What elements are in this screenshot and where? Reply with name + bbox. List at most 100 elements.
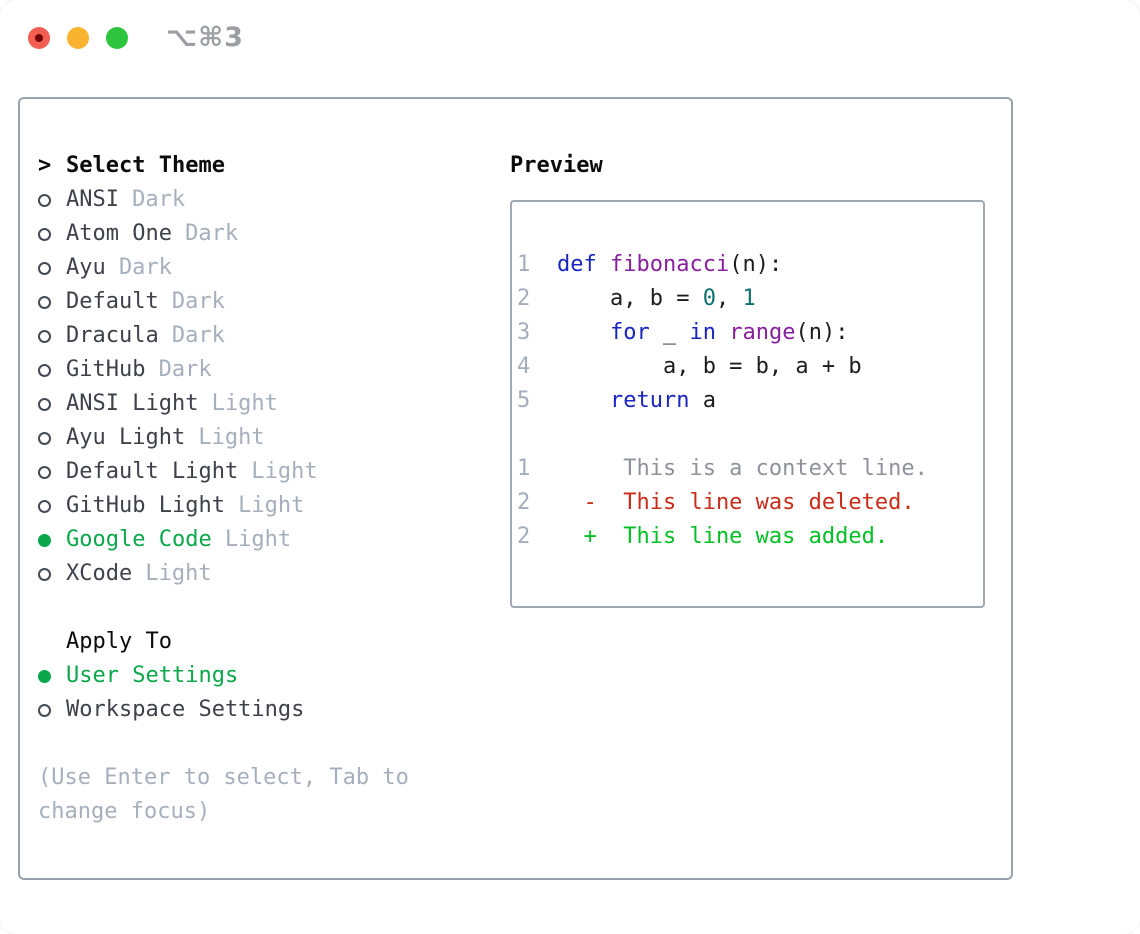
option-variant-label: Dark bbox=[171, 289, 225, 314]
code-token-plain: , bbox=[715, 286, 743, 311]
option-variant-label: Light bbox=[211, 391, 278, 416]
code-token-plain: (n): bbox=[795, 320, 849, 345]
help-text: (Use Enter to select, Tab to change focu… bbox=[38, 765, 409, 824]
code-token-fn: range bbox=[729, 320, 796, 345]
apply-to-header-row: Apply To bbox=[38, 625, 478, 659]
radio-icon bbox=[38, 363, 66, 377]
code-line bbox=[517, 418, 983, 452]
code-line: 2 + This line was added. bbox=[517, 520, 983, 554]
close-dot-icon bbox=[35, 34, 43, 42]
apply-to-option[interactable]: User Settings bbox=[38, 659, 478, 693]
option-label: ANSI bbox=[66, 187, 119, 212]
theme-option[interactable]: Ayu Light Light bbox=[38, 421, 478, 455]
radio-icon bbox=[38, 567, 66, 581]
window-title: ⌥⌘3 bbox=[166, 22, 244, 53]
code-line: 2 - This line was deleted. bbox=[517, 486, 983, 520]
line-number: 2 bbox=[517, 490, 531, 515]
theme-option[interactable]: Atom One Dark bbox=[38, 217, 478, 251]
option-label: XCode bbox=[66, 561, 133, 586]
option-variant-label: Dark bbox=[118, 255, 172, 280]
theme-option[interactable]: Default Light Light bbox=[38, 455, 478, 489]
option-label: Dracula bbox=[66, 323, 159, 348]
option-label: Google Code bbox=[66, 527, 212, 552]
code-token-kw: def bbox=[557, 252, 597, 277]
option-label: Default bbox=[66, 289, 159, 314]
option-variant-label: Light bbox=[251, 459, 318, 484]
code-token-plain: a, b = b, a + b bbox=[557, 354, 862, 379]
theme-option[interactable]: GitHub Light Light bbox=[38, 489, 478, 523]
code-line: 2 a, b = 0, 1 bbox=[517, 282, 983, 316]
code-line: 1 This is a context line. bbox=[517, 452, 983, 486]
theme-option[interactable]: ANSI Light Light bbox=[38, 387, 478, 421]
option-variant-label: Light bbox=[145, 561, 212, 586]
theme-option[interactable]: Dracula Dark bbox=[38, 319, 478, 353]
option-variant-label: Dark bbox=[171, 323, 225, 348]
line-number: 1 bbox=[517, 456, 531, 481]
option-label: Default Light bbox=[66, 459, 239, 484]
option-label: ANSI Light bbox=[66, 391, 199, 416]
line-number: 4 bbox=[517, 354, 531, 379]
code-token-plain bbox=[716, 316, 729, 350]
code-token-plain bbox=[597, 248, 610, 282]
code-token-plain: (n): bbox=[729, 252, 783, 277]
theme-option[interactable]: Google Code Light bbox=[38, 523, 478, 557]
apply-to-option[interactable]: Workspace Settings bbox=[38, 693, 478, 727]
code-token-fn: fibonacci bbox=[610, 252, 730, 277]
code-token-kw: for bbox=[609, 320, 650, 345]
titlebar: ⌥⌘3 bbox=[0, 0, 1140, 77]
radio-icon bbox=[38, 261, 66, 275]
option-label: Workspace Settings bbox=[66, 697, 305, 722]
select-theme-header: Select Theme bbox=[66, 153, 225, 178]
option-variant-label: Light bbox=[198, 425, 265, 450]
code-token-plain: a, b = bbox=[557, 286, 703, 311]
code-token-plain bbox=[557, 316, 610, 350]
option-label: Atom One bbox=[66, 221, 172, 246]
code-token-plain bbox=[557, 384, 610, 418]
line-number: 2 bbox=[517, 524, 531, 549]
line-number: 3 bbox=[517, 320, 531, 345]
option-label: Ayu Light bbox=[66, 425, 186, 450]
code-line: 5 return a bbox=[517, 384, 983, 418]
radio-icon bbox=[38, 227, 66, 241]
radio-selected-icon bbox=[38, 669, 66, 683]
apply-to-header: Apply To bbox=[66, 629, 172, 654]
theme-option[interactable]: XCode Light bbox=[38, 557, 478, 591]
radio-icon bbox=[38, 295, 66, 309]
option-variant-label: Dark bbox=[185, 221, 239, 246]
minimize-button[interactable] bbox=[67, 27, 89, 49]
line-number: 2 bbox=[517, 286, 531, 311]
radio-selected-icon bbox=[38, 533, 66, 547]
option-label: GitHub bbox=[66, 357, 146, 382]
code-token-ctx: This is a context line. bbox=[557, 456, 928, 481]
focus-caret-icon: > bbox=[38, 153, 52, 178]
line-number: 1 bbox=[517, 252, 531, 277]
theme-option[interactable]: Ayu Dark bbox=[38, 251, 478, 285]
select-theme-header-row: > Select Theme bbox=[38, 149, 478, 183]
option-label: User Settings bbox=[66, 663, 239, 688]
option-label: GitHub Light bbox=[66, 493, 225, 518]
option-variant-label: Light bbox=[224, 527, 292, 552]
code-line: 4 a, b = b, a + b bbox=[517, 350, 983, 384]
zoom-button[interactable] bbox=[106, 27, 128, 49]
radio-icon bbox=[38, 397, 66, 411]
option-variant-label: Light bbox=[238, 493, 305, 518]
line-number bbox=[517, 418, 557, 452]
code-token-del: - This line was deleted. bbox=[557, 490, 915, 515]
code-token-num: 1 bbox=[742, 286, 756, 311]
close-button[interactable] bbox=[28, 27, 50, 49]
code-line: 3 for _ in range(n): bbox=[517, 316, 983, 350]
option-label: Ayu bbox=[66, 255, 106, 280]
preview-header: Preview bbox=[510, 153, 603, 178]
line-number: 5 bbox=[517, 388, 531, 413]
preview-header-row: Preview bbox=[510, 149, 985, 183]
theme-option[interactable]: Default Dark bbox=[38, 285, 478, 319]
